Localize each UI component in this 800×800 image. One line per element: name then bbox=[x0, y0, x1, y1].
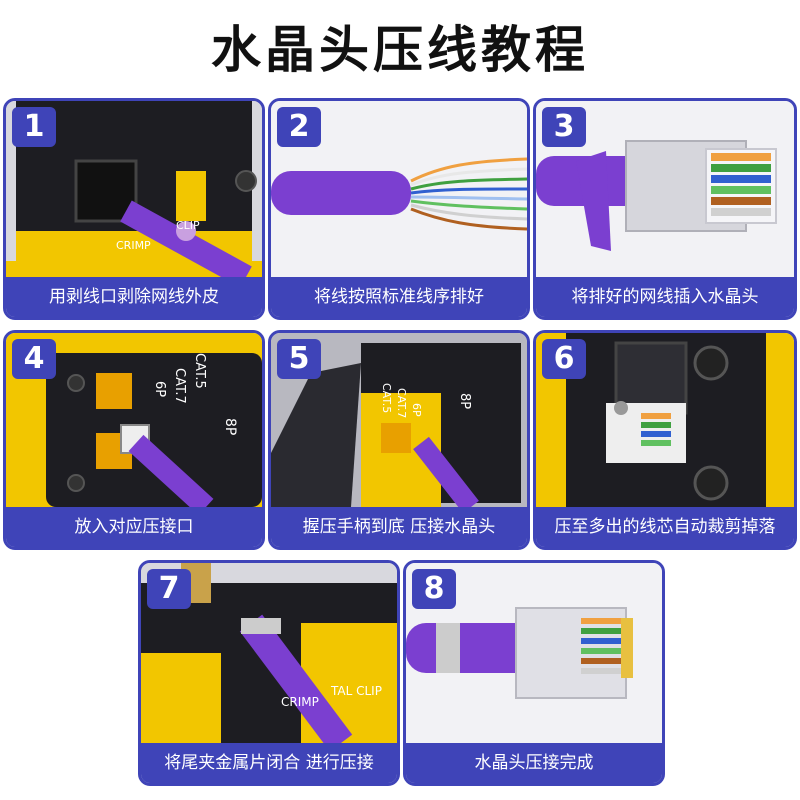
step-card-7: 7 CRIMP TAL CLIP 将尾夹金属片闭合 进行压接 bbox=[138, 560, 400, 786]
step-number-badge: 4 bbox=[12, 339, 56, 379]
step-card-5: 5 CAT.5 CAT.7 6P 8P 握压手柄到底 压接水晶头 bbox=[268, 330, 530, 550]
step-number-badge: 1 bbox=[12, 107, 56, 147]
step-card-6: 6 压至多出的线芯自动裁剪掉落 bbox=[533, 330, 797, 550]
cat7-label: CAT.7 bbox=[395, 388, 408, 418]
step-photo-trim bbox=[536, 333, 794, 507]
step-photo-crimping: CAT.5 CAT.7 6P 8P bbox=[271, 333, 527, 507]
step-caption: 放入对应压接口 bbox=[6, 507, 262, 547]
step-card-2: 2 将线按照标准线序排好 bbox=[268, 98, 530, 320]
step-card-8: 8 水晶头压接完成 bbox=[403, 560, 665, 786]
cat7-label: CAT.7 bbox=[172, 368, 187, 404]
step-number-badge: 2 bbox=[277, 107, 321, 147]
step-number-badge: 8 bbox=[412, 569, 456, 609]
step-caption: 将排好的网线插入水晶头 bbox=[536, 277, 794, 317]
step-caption: 压至多出的线芯自动裁剪掉落 bbox=[536, 507, 794, 547]
step-caption: 水晶头压接完成 bbox=[406, 743, 662, 783]
step-card-4: 4 6P CAT.7 CAT.5 8P 放入对应压接口 bbox=[3, 330, 265, 550]
clip-label: CLIP bbox=[176, 219, 200, 232]
step-caption: 将线按照标准线序排好 bbox=[271, 277, 527, 317]
step-number-badge: 5 bbox=[277, 339, 321, 379]
step-number-badge: 3 bbox=[542, 107, 586, 147]
step-card-1: 1 CRIMP CLIP 用剥线口剥除网线外皮 bbox=[3, 98, 265, 320]
step-caption: 用剥线口剥除网线外皮 bbox=[6, 277, 262, 317]
8p-label: 8P bbox=[457, 393, 472, 409]
page-title: 水晶头压线教程 bbox=[211, 21, 589, 79]
8p-label: 8P bbox=[222, 418, 238, 435]
crimp-label: CRIMP bbox=[281, 695, 319, 709]
step-caption: 将尾夹金属片闭合 进行压接 bbox=[141, 743, 397, 783]
crimp-label: CRIMP bbox=[116, 239, 151, 252]
cat5-label: CAT.5 bbox=[380, 383, 393, 413]
6p-label: 6P bbox=[152, 381, 167, 397]
6p-label: 6P bbox=[410, 403, 423, 417]
step-number-badge: 6 bbox=[542, 339, 586, 379]
tal-clip-label: TAL CLIP bbox=[330, 684, 382, 698]
step-card-3: 3 将排好的网线插入水晶头 bbox=[533, 98, 797, 320]
step-caption: 握压手柄到底 压接水晶头 bbox=[271, 507, 527, 547]
cat5-label: CAT.5 bbox=[192, 353, 207, 389]
step-photo-tail-clip: CRIMP TAL CLIP bbox=[141, 563, 397, 743]
step-number-badge: 7 bbox=[147, 569, 191, 609]
